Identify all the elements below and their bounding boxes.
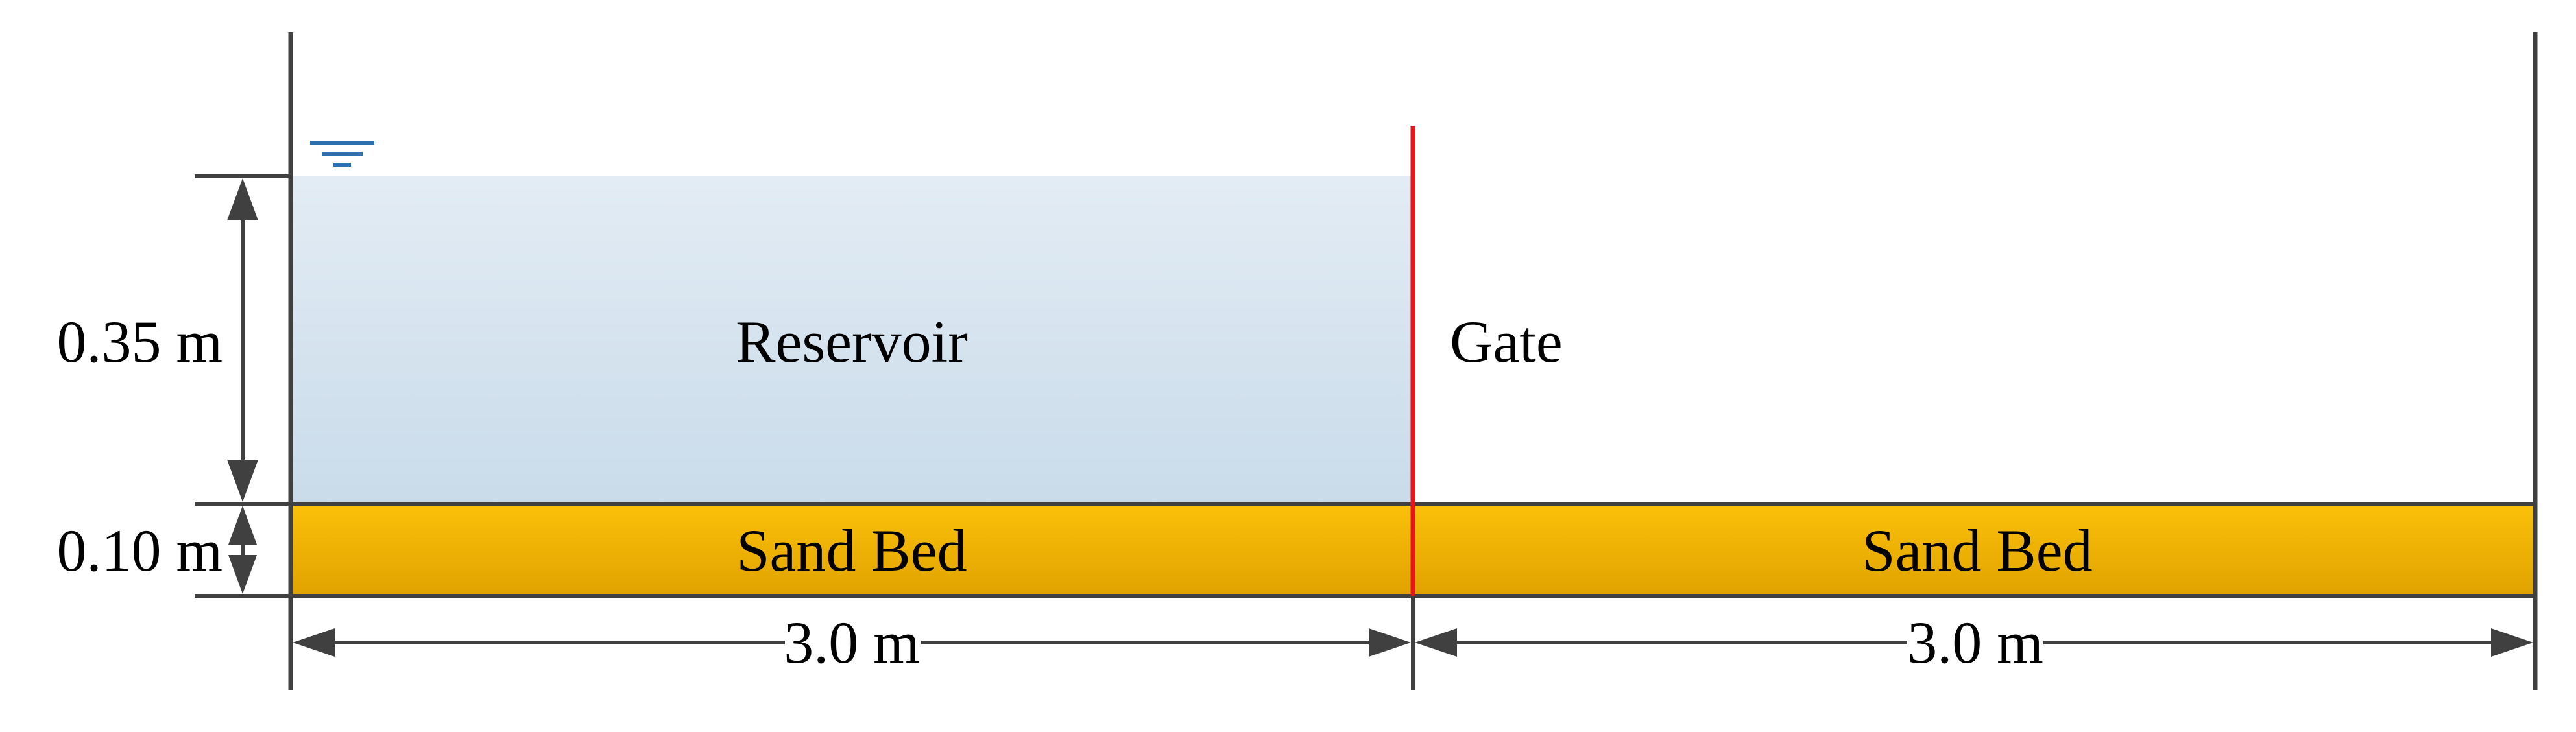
reservoir-label: Reservoir [736,309,968,375]
right-length-label: 3.0 m [1907,609,2043,676]
bed-thickness-label: 0.10 m [56,517,223,584]
water-surface-symbol-icon [310,141,374,167]
left-length-label: 3.0 m [784,609,920,676]
sand-bed-left-label: Sand Bed [736,517,967,584]
left-length-dimension [293,628,1411,657]
sand-bed-right-label: Sand Bed [1862,517,2092,584]
bed-thickness-dimension [228,506,257,594]
right-length-dimension [1415,628,2533,657]
water-depth-dimension [227,178,258,502]
water-depth-label: 0.35 m [56,309,223,375]
reservoir-water [291,176,1413,504]
gate-label: Gate [1450,309,1563,375]
